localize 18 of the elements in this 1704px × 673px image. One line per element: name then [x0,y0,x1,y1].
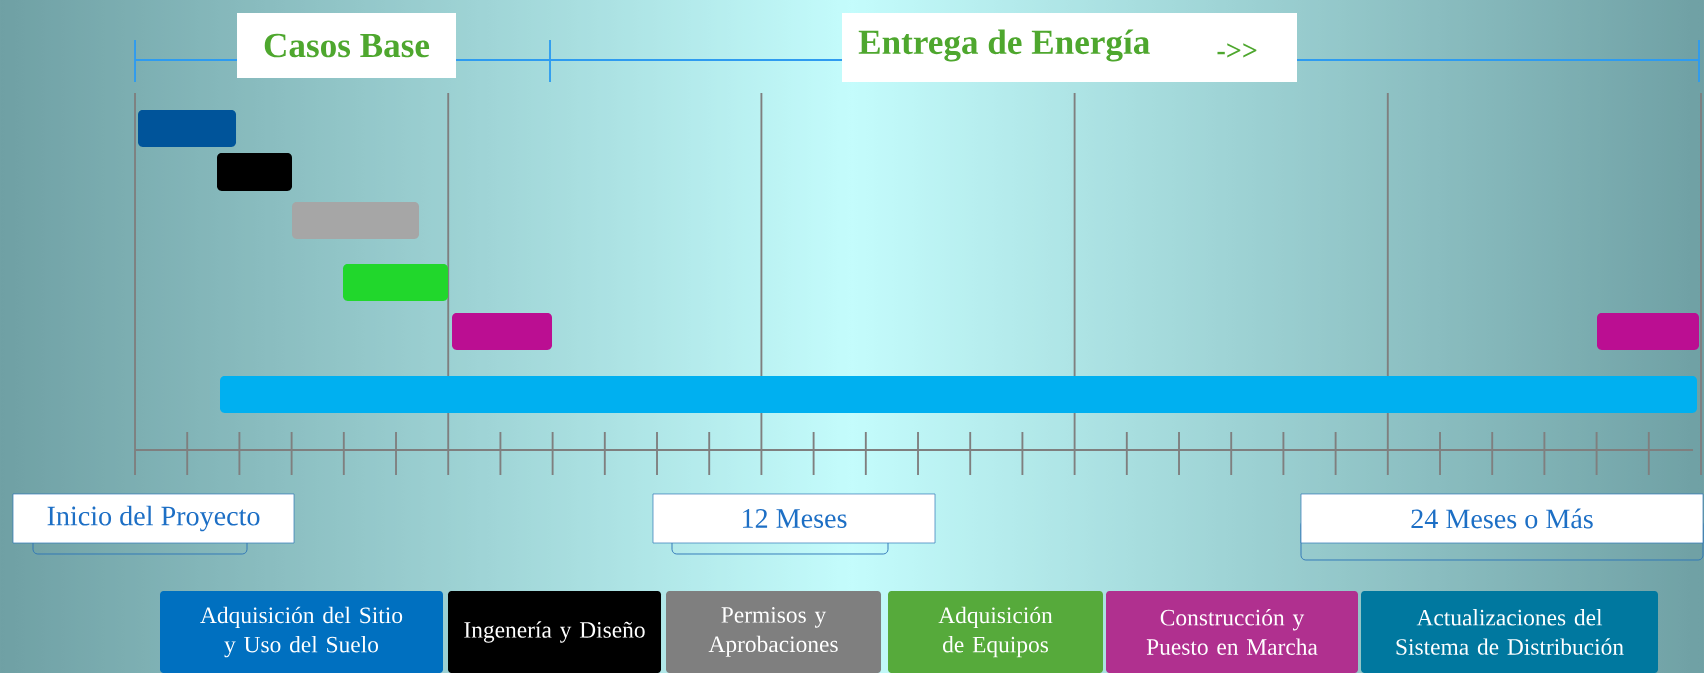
legend-box: Ingenería y Diseño [448,591,661,673]
milestone-box: 12 Meses [652,493,936,555]
legend-box: Adquisición de Equipos [888,591,1103,673]
legend-box: Adquisición del Sitio y Uso del Suelo [160,591,443,673]
title-box: Entrega de Energía ->> [842,13,1297,82]
legend-box: Permisos y Aprobaciones [666,591,881,673]
gantt-bar [343,264,448,301]
milestone-box: Inicio del Proyecto [12,493,295,555]
gantt-bar [292,202,419,239]
gantt-bar [452,313,552,350]
gantt-bar [217,153,292,191]
gantt-bar [138,110,236,147]
legend-box: Construcción y Puesto en Marcha [1106,591,1358,673]
title-box: Casos Base [237,13,456,78]
milestone-box: 24 Meses o Más [1300,493,1704,561]
gantt-bar [1597,313,1699,350]
gantt-bar [220,376,1697,413]
legend-box: Actualizaciones del Sistema de Distribución [1361,591,1658,673]
